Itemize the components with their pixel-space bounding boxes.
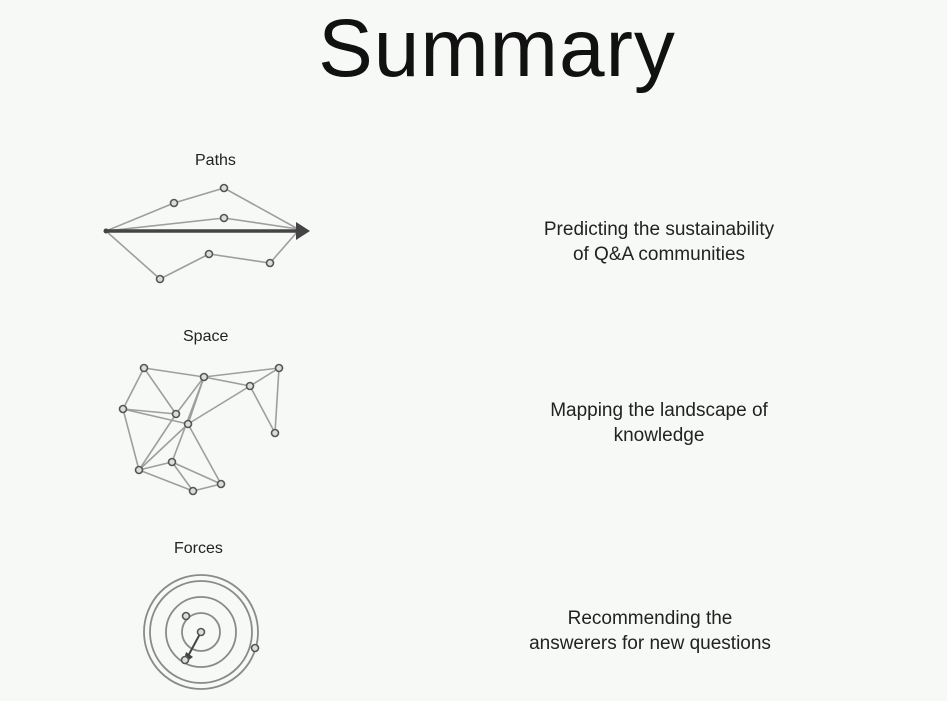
- forces-rings: [143, 574, 259, 690]
- space-description-line1: Mapping the landscape of: [550, 400, 768, 421]
- paths-start-dot: [103, 228, 109, 234]
- space-label: Space: [183, 328, 229, 345]
- forces-description-line1: Recommending the: [567, 608, 733, 629]
- paths-arrowhead: [296, 222, 310, 240]
- paths-label: Paths: [195, 152, 236, 169]
- space-nodes: [118, 363, 284, 496]
- slide-title: Summary: [318, 3, 676, 94]
- paths-description-line2: of Q&A communities: [572, 244, 746, 265]
- space-description: Mapping the landscape of knowledge: [499, 398, 819, 448]
- paths-description: Predicting the sustainability of Q&A com…: [499, 217, 819, 267]
- paths-description-line1: Predicting the sustainability: [543, 219, 775, 240]
- forces-description: Recommending the answerers for new quest…: [490, 606, 810, 656]
- forces-arrow: [186, 631, 202, 659]
- forces-description-line2: answerers for new questions: [529, 633, 771, 654]
- space-edges: [122, 367, 280, 492]
- space-description-line2: knowledge: [613, 425, 705, 446]
- paths-nodes: [155, 183, 275, 284]
- forces-nodes: [180, 611, 260, 665]
- forces-label: Forces: [174, 540, 223, 557]
